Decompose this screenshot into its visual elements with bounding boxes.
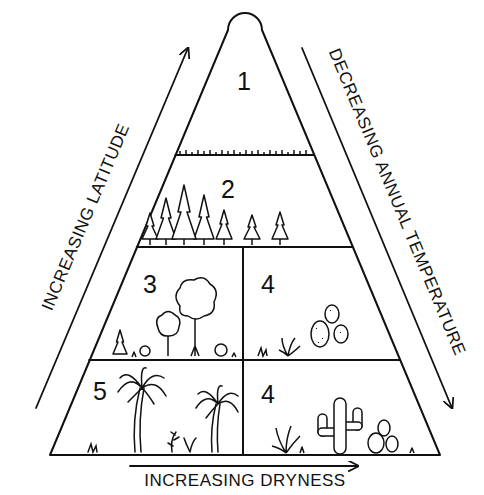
- shrub: [215, 344, 227, 356]
- axis-label: INCREASING LATITUDE: [39, 121, 134, 313]
- cactus-pad: [368, 433, 384, 453]
- band-divider: [176, 154, 314, 156]
- palm-trunk: [134, 388, 144, 452]
- palm-fronds: [118, 368, 166, 404]
- palm-fronds: [196, 386, 238, 418]
- axis-label: INCREASING DRYNESS: [144, 472, 345, 491]
- band-number: 2: [221, 176, 235, 204]
- biome-band: 4: [257, 379, 279, 411]
- cactus-pad: [325, 305, 339, 323]
- cactus-pad: [386, 436, 398, 452]
- latitude-arrow: [36, 48, 188, 408]
- conifer-tree: [156, 198, 176, 239]
- tropical-forest: [88, 368, 238, 452]
- band-divider: [89, 359, 399, 361]
- semi-desert: [258, 305, 348, 356]
- saguaro-trunk: [334, 398, 346, 454]
- desert-plant: [184, 438, 196, 452]
- ground-tufts: [132, 352, 236, 357]
- tundra-grass: [180, 150, 306, 155]
- axis-label: DECREASING ANNUAL TEMPERATURE: [324, 46, 468, 358]
- deciduous-tree: [176, 278, 216, 319]
- conifer-tree: [194, 195, 214, 239]
- band-number: 3: [143, 271, 157, 299]
- cactus-pad: [311, 321, 329, 347]
- conifer-tree: [113, 330, 127, 354]
- biome-band: 5: [89, 376, 111, 408]
- biome-band: 2: [217, 174, 239, 206]
- dryness-arrow: [130, 465, 358, 467]
- cactus-spines: [316, 310, 341, 343]
- band-divider: [137, 246, 352, 248]
- band-number: 4: [261, 271, 275, 299]
- band-number: 1: [237, 68, 251, 96]
- grass-tuft: [258, 348, 267, 356]
- biome-band: 3: [139, 269, 161, 301]
- conifer-tree: [272, 212, 288, 239]
- conifer-tree: [216, 210, 232, 239]
- deciduous-forest: [113, 278, 236, 357]
- conifer-tree: [142, 213, 158, 239]
- conifer-tree: [244, 215, 260, 239]
- fern: [168, 432, 179, 452]
- shrub: [140, 346, 150, 356]
- conifer-forest: [142, 185, 288, 245]
- deciduous-tree: [157, 312, 180, 337]
- band-number: 4: [261, 381, 275, 409]
- temperature-arrow: [302, 48, 452, 408]
- tree-trunks: [150, 239, 280, 245]
- biome-band: 4: [257, 269, 279, 301]
- grass-tuft: [300, 447, 414, 453]
- aloe-plant: [272, 426, 300, 453]
- desert: [272, 398, 414, 454]
- biome-band: 1: [233, 66, 255, 98]
- cactus-pad: [334, 325, 348, 343]
- band-number: 5: [93, 378, 107, 406]
- band-divider: [242, 247, 244, 455]
- desert-plant: [279, 338, 300, 356]
- conifer-tree: [172, 185, 196, 239]
- palm-trunk: [212, 404, 221, 452]
- grass-tuft: [88, 444, 97, 452]
